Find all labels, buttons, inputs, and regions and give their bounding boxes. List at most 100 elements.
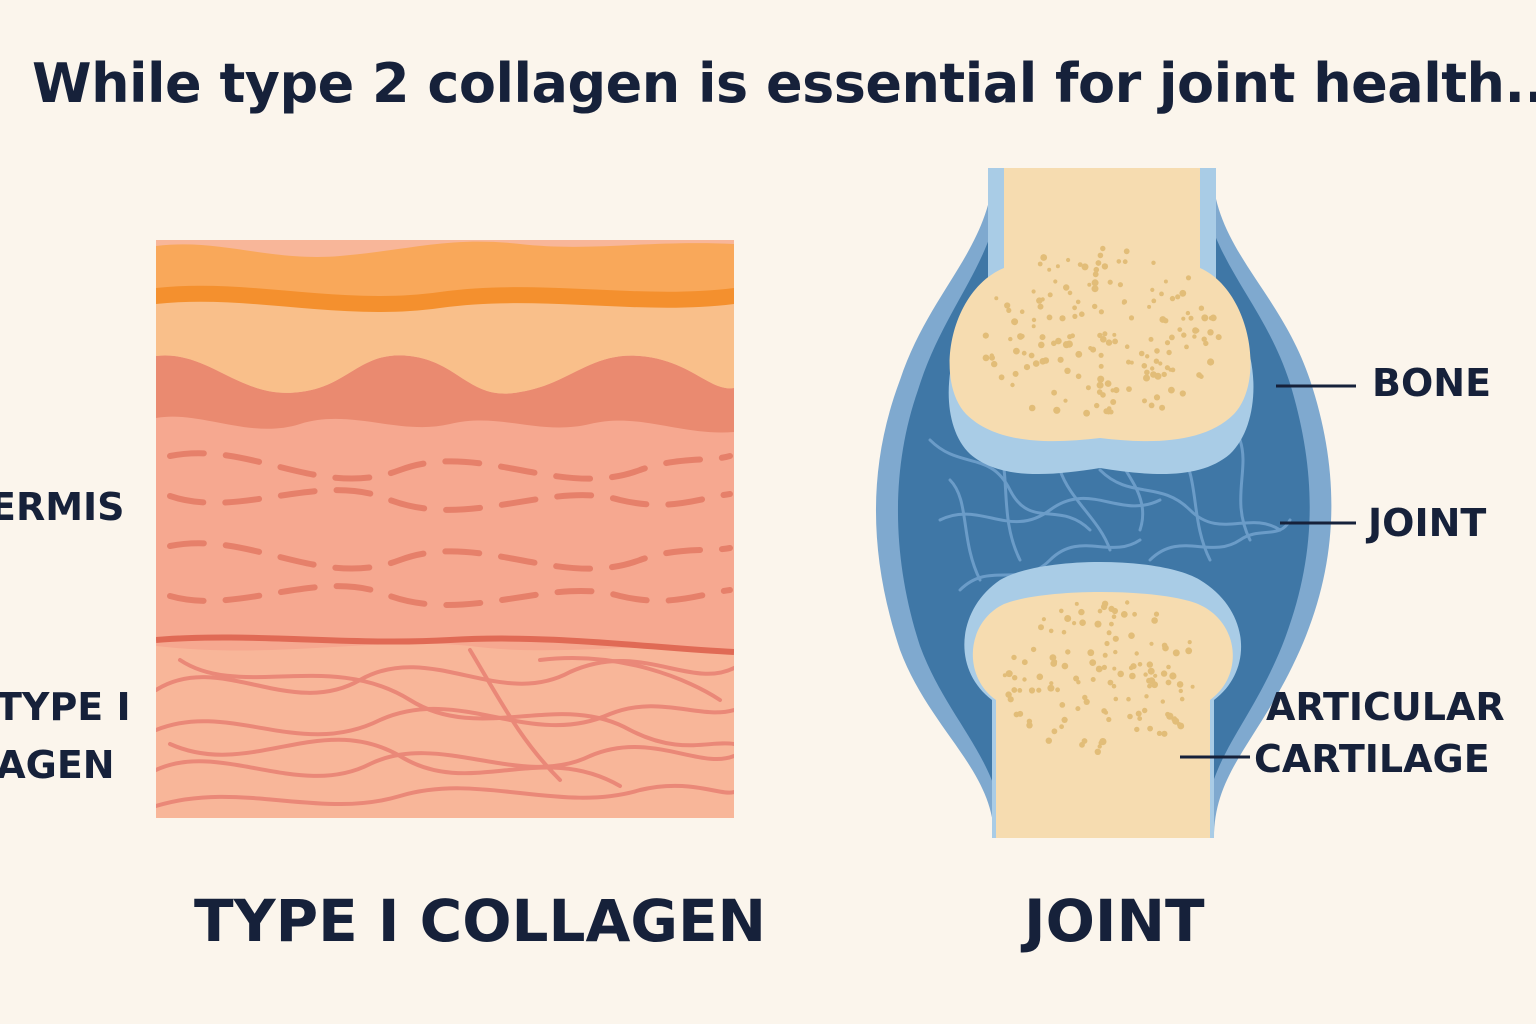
bone-texture-dot xyxy=(1106,630,1112,636)
bone-texture-dot xyxy=(1124,344,1130,350)
bone-texture-dot xyxy=(1166,349,1172,356)
bone-texture-dot xyxy=(1098,309,1104,315)
bone-texture-dot xyxy=(1064,367,1071,374)
bone-texture-dot xyxy=(1134,651,1139,656)
bone-texture-dot xyxy=(1142,707,1148,714)
bone-texture-dot xyxy=(1166,664,1171,670)
bone-texture-dot xyxy=(1128,632,1135,639)
joint-label: JOINT xyxy=(1368,501,1487,545)
bone-texture-dot xyxy=(1111,683,1117,689)
bone-texture-dot xyxy=(1087,282,1092,287)
bone-texture-dot xyxy=(1178,688,1184,694)
bone-texture-dot xyxy=(1095,665,1103,673)
bone-texture-dot xyxy=(1106,381,1112,387)
bone-texture-dot xyxy=(1057,356,1064,363)
bone-texture-dot xyxy=(1104,640,1110,647)
bone-texture-dot xyxy=(998,374,1005,381)
bone-texture-dot xyxy=(1081,263,1089,271)
headline: While type 2 collagen is essential for j… xyxy=(32,52,1536,115)
bone-texture-dot xyxy=(1031,317,1037,323)
bone-texture-dot xyxy=(1092,271,1099,278)
bone-texture-dot xyxy=(994,296,999,301)
bone-texture-dot xyxy=(1028,352,1035,359)
bone-texture-dot xyxy=(1040,297,1045,302)
bone-texture-dot xyxy=(1097,332,1103,339)
bone-texture-dot xyxy=(1076,680,1081,685)
bone-texture-dot xyxy=(1154,348,1160,354)
bone-texture-dot xyxy=(1021,659,1028,666)
bone-texture-dot xyxy=(1147,667,1155,675)
bone-texture-dot xyxy=(1065,649,1071,655)
bone-texture-dot xyxy=(1151,260,1156,265)
bone-texture-dot xyxy=(1132,611,1137,617)
bone-texture-dot xyxy=(982,354,990,362)
bone-texture-dot xyxy=(1113,649,1118,655)
bone-texture-dot xyxy=(1126,696,1131,702)
bone-texture-dot xyxy=(1036,687,1042,693)
bone-texture-dot xyxy=(1075,350,1083,358)
bone-texture-dot xyxy=(989,353,994,358)
bone-texture-dot xyxy=(1075,706,1081,712)
bone-texture-dot xyxy=(1190,684,1195,689)
bone-texture-dot xyxy=(1083,409,1090,417)
bone-texture-dot xyxy=(1032,360,1040,367)
bone-texture-dot xyxy=(1019,309,1025,315)
bone-texture-dot xyxy=(1013,711,1020,718)
bone-texture-dot xyxy=(1099,738,1107,746)
bone-texture-dot xyxy=(1005,670,1013,678)
bone-texture-dot xyxy=(1215,334,1222,341)
bone-texture-dot xyxy=(1087,649,1095,657)
bone-texture-dot xyxy=(1188,315,1194,321)
bone-texture-dot xyxy=(1092,303,1098,310)
bone-texture-dot xyxy=(1004,302,1011,309)
bone-texture-dot xyxy=(1101,263,1109,270)
bone-texture-dot xyxy=(1123,248,1130,255)
bone-texture-dot xyxy=(1077,262,1083,267)
bone-texture-dot xyxy=(1017,333,1023,339)
bone-texture-dot xyxy=(1091,279,1099,287)
bone-texture-dot xyxy=(1100,336,1107,343)
bone-texture-dot xyxy=(1185,647,1193,655)
bone-texture-dot xyxy=(1151,681,1158,689)
bone-texture-dot xyxy=(1172,649,1180,657)
bone-texture-dot xyxy=(1094,748,1102,755)
upper-bone-dots xyxy=(982,245,1222,417)
bone-texture-dot xyxy=(1192,334,1197,339)
bone-label: BONE xyxy=(1372,361,1492,405)
bone-texture-dot xyxy=(1169,295,1176,302)
bone-texture-dot xyxy=(1013,347,1020,355)
bone-texture-dot xyxy=(1109,621,1114,627)
bone-texture-dot xyxy=(1088,346,1093,351)
bone-texture-dot xyxy=(1149,641,1154,646)
bone-texture-dot xyxy=(1012,370,1019,377)
bone-texture-dot xyxy=(1111,607,1118,615)
bone-texture-dot xyxy=(1137,662,1143,667)
bone-texture-dot xyxy=(1112,635,1119,642)
bone-texture-dot xyxy=(1061,716,1068,724)
bone-texture-dot xyxy=(1168,367,1173,372)
upper-bone xyxy=(949,168,1251,442)
bone-texture-dot xyxy=(1116,259,1122,264)
bone-texture-dot xyxy=(1112,338,1118,345)
bone-texture-dot xyxy=(1158,361,1163,366)
bone-texture-dot xyxy=(1011,318,1019,326)
bone-texture-dot xyxy=(1094,402,1100,409)
bone-texture-dot xyxy=(1137,716,1143,721)
bone-texture-dot xyxy=(1040,254,1048,261)
bone-texture-dot xyxy=(1026,722,1033,729)
bone-texture-dot xyxy=(1039,358,1047,365)
bone-texture-dot xyxy=(1066,257,1071,263)
bone-texture-dot xyxy=(1011,654,1017,661)
bone-texture-dot xyxy=(1208,315,1214,321)
bone-texture-dot xyxy=(1127,713,1133,720)
bone-texture-dot xyxy=(982,332,989,339)
bone-texture-dot xyxy=(1143,374,1150,382)
bone-texture-dot xyxy=(1053,406,1061,414)
bone-texture-dot xyxy=(1100,245,1106,252)
skin-top-layer xyxy=(156,241,734,297)
bone-texture-dot xyxy=(1055,264,1060,269)
bone-texture-dot xyxy=(1026,718,1033,724)
bone-texture-dot xyxy=(1064,615,1072,622)
bone-texture-dot xyxy=(1181,332,1187,338)
bone-texture-dot xyxy=(1147,725,1153,732)
